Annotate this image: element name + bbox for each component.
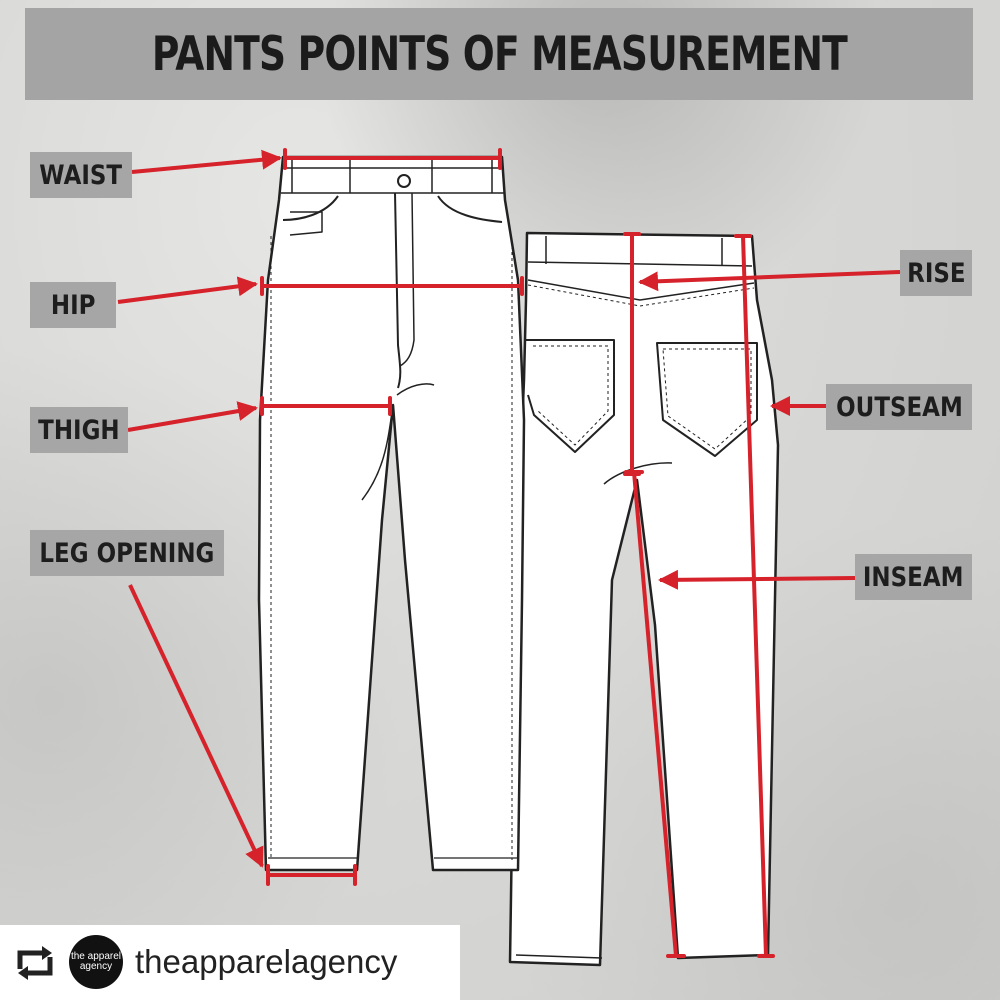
leg-opening-arrow [128, 584, 264, 868]
outseam-measure-line [741, 234, 768, 958]
rise-arrow [638, 270, 901, 292]
pointer-arrows [117, 149, 901, 868]
front-pants-illustration [257, 155, 526, 872]
label-thigh: THIGH [30, 407, 128, 453]
label-inseam: INSEAM [855, 554, 972, 600]
label-waist: WAIST [30, 152, 132, 198]
waist-arrow [131, 149, 282, 174]
title-banner: PANTS POINTS OF MEASUREMENT [25, 8, 973, 100]
label-rise: RISE [900, 250, 972, 296]
label-leg-opening: LEG OPENING [30, 530, 224, 576]
label-outseam: OUTSEAM [826, 384, 972, 430]
inseam-arrow [658, 569, 856, 590]
agency-logo[interactable]: the apparel agency [69, 935, 123, 989]
repost-icon[interactable] [12, 943, 58, 983]
thigh-arrow [127, 401, 258, 432]
back-pants-illustration [508, 231, 780, 967]
account-handle[interactable]: theapparelagency [135, 943, 398, 980]
label-hip: HIP [30, 282, 116, 328]
hip-arrow [117, 276, 258, 304]
inseam-measure-line [632, 470, 678, 958]
page-title: PANTS POINTS OF MEASUREMENT [151, 26, 847, 82]
measurement-lines [260, 148, 775, 958]
